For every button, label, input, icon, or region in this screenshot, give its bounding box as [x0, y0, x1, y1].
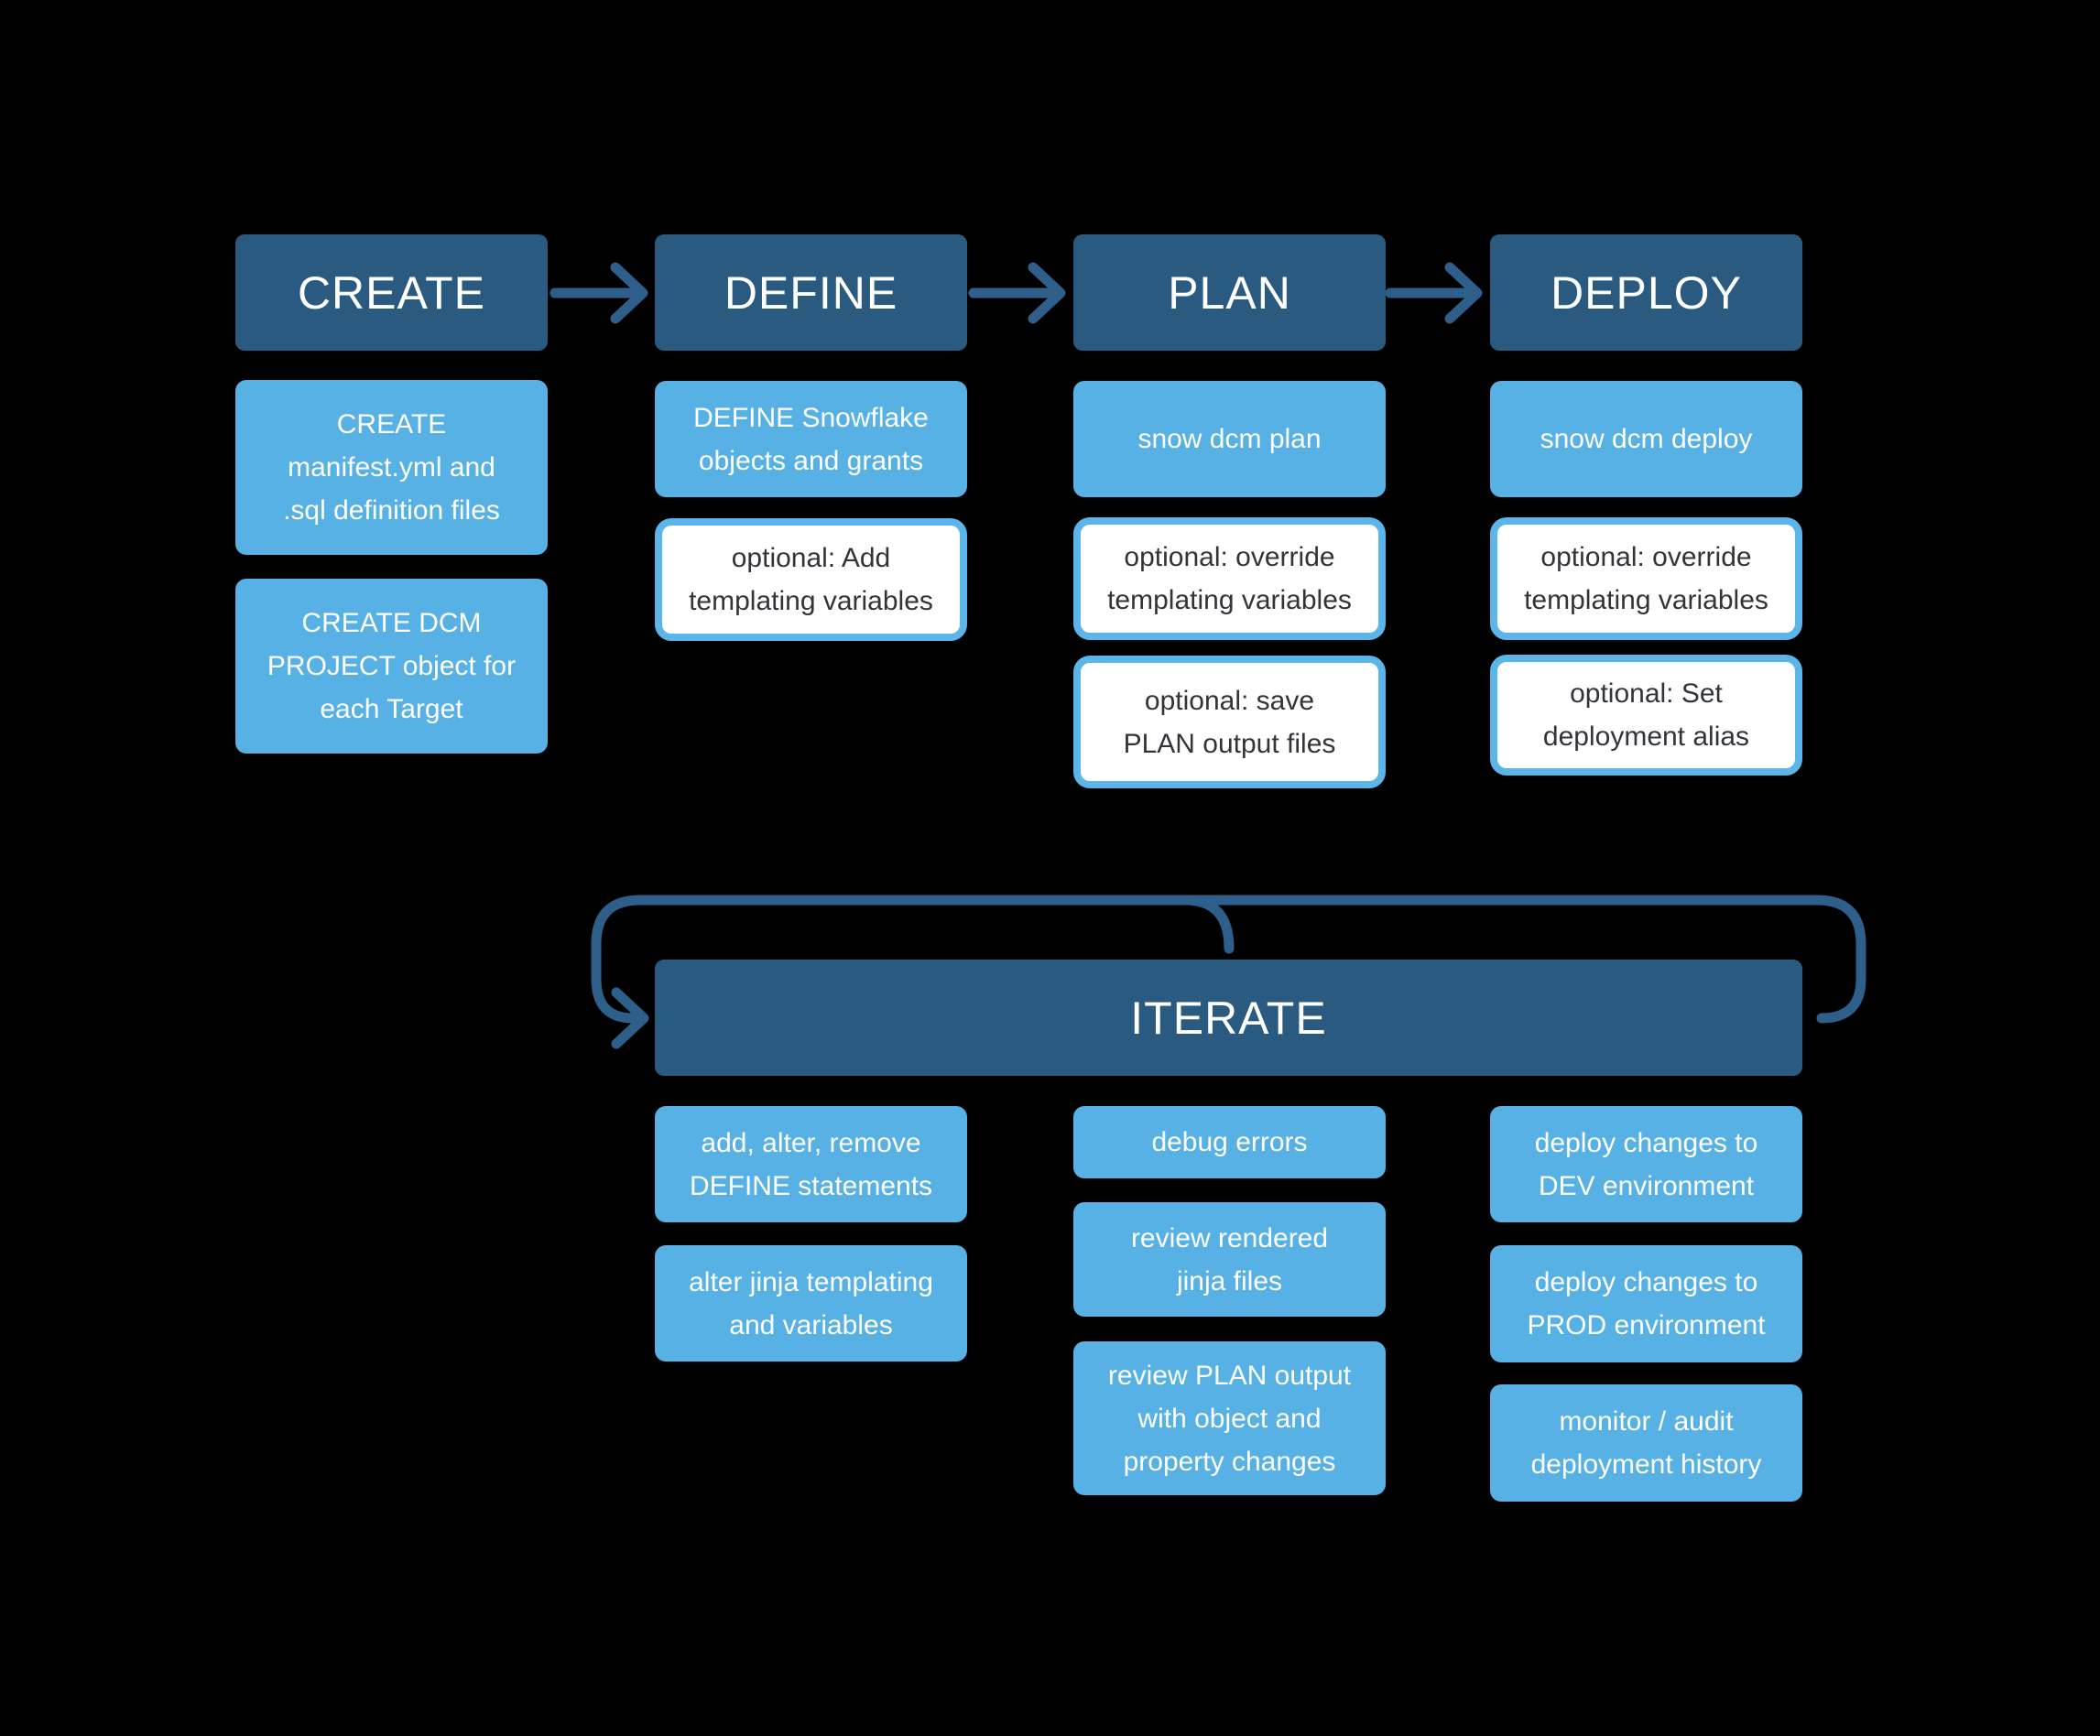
arrow-right-icon: [1385, 262, 1483, 324]
iterate-box-alter-jinja: alter jinja templating and variables: [655, 1245, 967, 1362]
optional-box-override-templating-deploy: optional: override templating variables: [1490, 517, 1802, 640]
stage-title: CREATE: [297, 266, 486, 319]
optional-box-override-templating-plan: optional: override templating variables: [1073, 517, 1386, 640]
step-text: optional: save PLAN output files: [1123, 685, 1336, 759]
step-box-snow-dcm-plan: snow dcm plan: [1073, 381, 1386, 497]
iterate-box-review-plan-output: review PLAN output with object and prope…: [1073, 1341, 1386, 1495]
arrow-right-icon: [968, 262, 1066, 324]
loop-arrow-icon: [591, 895, 1866, 1049]
stage-header-plan: PLAN: [1073, 234, 1386, 351]
iterate-box-deploy-prod: deploy changes to PROD environment: [1490, 1245, 1802, 1362]
step-text: snow dcm deploy: [1540, 424, 1753, 454]
step-text: review rendered jinja files: [1130, 1222, 1329, 1297]
optional-box-save-plan-output: optional: save PLAN output files: [1073, 656, 1386, 788]
optional-box-add-templating: optional: Add templating variables: [655, 518, 967, 641]
step-text: deploy changes to DEV environment: [1534, 1127, 1758, 1201]
step-box-create-manifest: CREATE manifest.yml and .sql definition …: [235, 380, 548, 555]
stage-title: DEFINE: [724, 266, 898, 319]
optional-box-set-deployment-alias: optional: Set deployment alias: [1490, 655, 1802, 776]
step-text: review PLAN output with object and prope…: [1107, 1360, 1352, 1477]
iterate-box-monitor-audit: monitor / audit deployment history: [1490, 1384, 1802, 1502]
step-text: monitor / audit deployment history: [1530, 1406, 1762, 1480]
step-text: optional: Add templating variables: [689, 543, 933, 616]
step-text: CREATE DCM PROJECT object for each Targe…: [267, 608, 517, 724]
step-text: CREATE manifest.yml and .sql definition …: [283, 409, 500, 526]
stage-header-create: CREATE: [235, 234, 548, 351]
step-box-create-dcm-project: CREATE DCM PROJECT object for each Targe…: [235, 579, 548, 754]
step-text: add, alter, remove DEFINE statements: [689, 1127, 933, 1201]
stage-header-deploy: DEPLOY: [1490, 234, 1802, 351]
iterate-box-add-alter-remove: add, alter, remove DEFINE statements: [655, 1106, 967, 1222]
step-text: snow dcm plan: [1137, 424, 1322, 454]
stage-title: DEPLOY: [1551, 266, 1742, 319]
step-text: debug errors: [1151, 1127, 1308, 1157]
iterate-box-review-jinja: review rendered jinja files: [1073, 1202, 1386, 1317]
step-box-snow-dcm-deploy: snow dcm deploy: [1490, 381, 1802, 497]
stage-title: PLAN: [1168, 266, 1291, 319]
step-text: alter jinja templating and variables: [689, 1266, 933, 1340]
iterate-box-debug-errors: debug errors: [1073, 1106, 1386, 1178]
stage-header-define: DEFINE: [655, 234, 967, 351]
arrow-right-icon: [549, 262, 648, 324]
step-text: deploy changes to PROD environment: [1527, 1267, 1766, 1340]
step-text: optional: override templating variables: [1107, 542, 1352, 615]
step-text: optional: Set deployment alias: [1542, 678, 1750, 752]
iterate-box-deploy-dev: deploy changes to DEV environment: [1490, 1106, 1802, 1222]
step-text: DEFINE Snowflake objects and grants: [693, 402, 929, 476]
step-text: optional: override templating variables: [1524, 542, 1768, 615]
iterate-title: ITERATE: [1130, 992, 1327, 1044]
iterate-header-bar: ITERATE: [655, 960, 1802, 1076]
step-box-define-objects: DEFINE Snowflake objects and grants: [655, 381, 967, 497]
